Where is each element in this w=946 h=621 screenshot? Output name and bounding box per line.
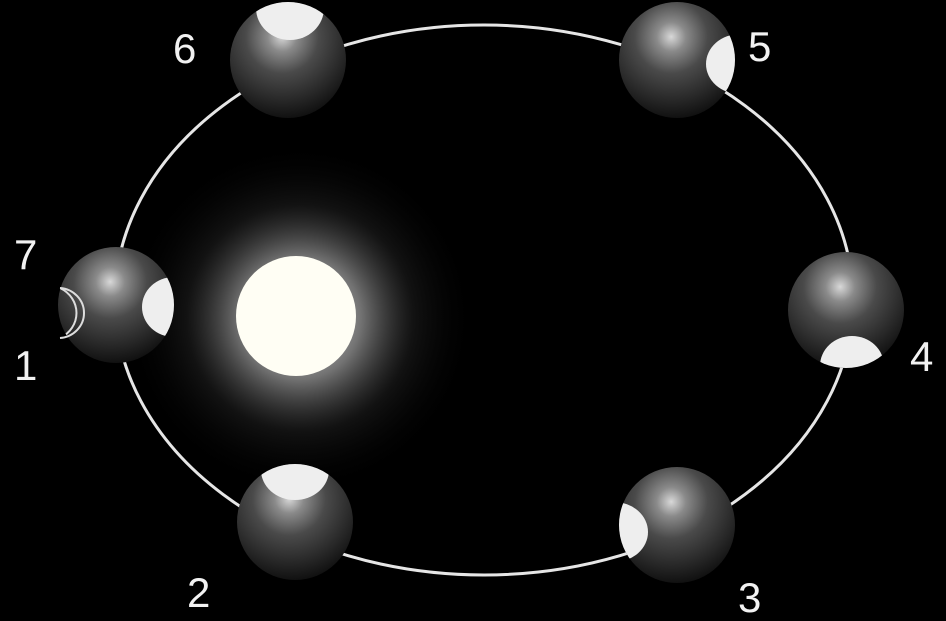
position-label-6: 6	[173, 28, 196, 70]
planet-3	[580, 467, 735, 583]
sun	[236, 256, 356, 376]
position-label-7: 7	[14, 234, 37, 276]
position-label-1: 1	[14, 345, 37, 387]
position-label-5: 5	[748, 26, 771, 68]
position-label-4: 4	[910, 336, 933, 378]
position-label-3: 3	[738, 577, 761, 619]
position-label-2: 2	[187, 572, 210, 614]
planet-4	[788, 252, 904, 396]
planet-6	[230, 0, 346, 118]
